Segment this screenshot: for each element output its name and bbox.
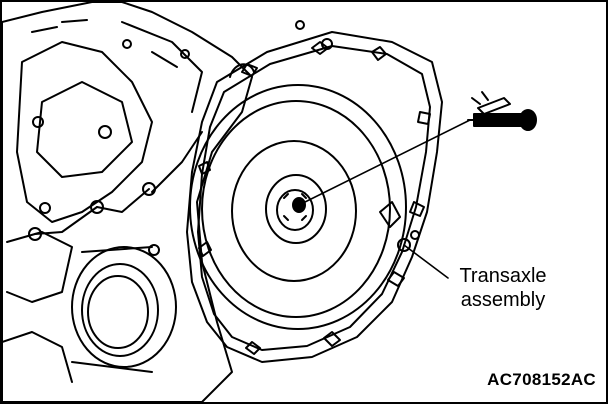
transaxle-callout-label: Transaxle assembly — [438, 264, 568, 312]
tool-leader-line — [298, 119, 471, 206]
transaxle-leader-line — [403, 244, 449, 279]
torque-converter — [189, 84, 407, 330]
callout-line-1: Transaxle — [459, 265, 547, 287]
figure-id: AC708152AC — [487, 370, 596, 389]
transmission-case — [2, 2, 333, 402]
grease-gun-icon — [467, 91, 537, 131]
callout-line-2: assembly — [460, 289, 546, 311]
output-shaft-boss — [71, 246, 177, 373]
converter-housing — [186, 31, 443, 363]
